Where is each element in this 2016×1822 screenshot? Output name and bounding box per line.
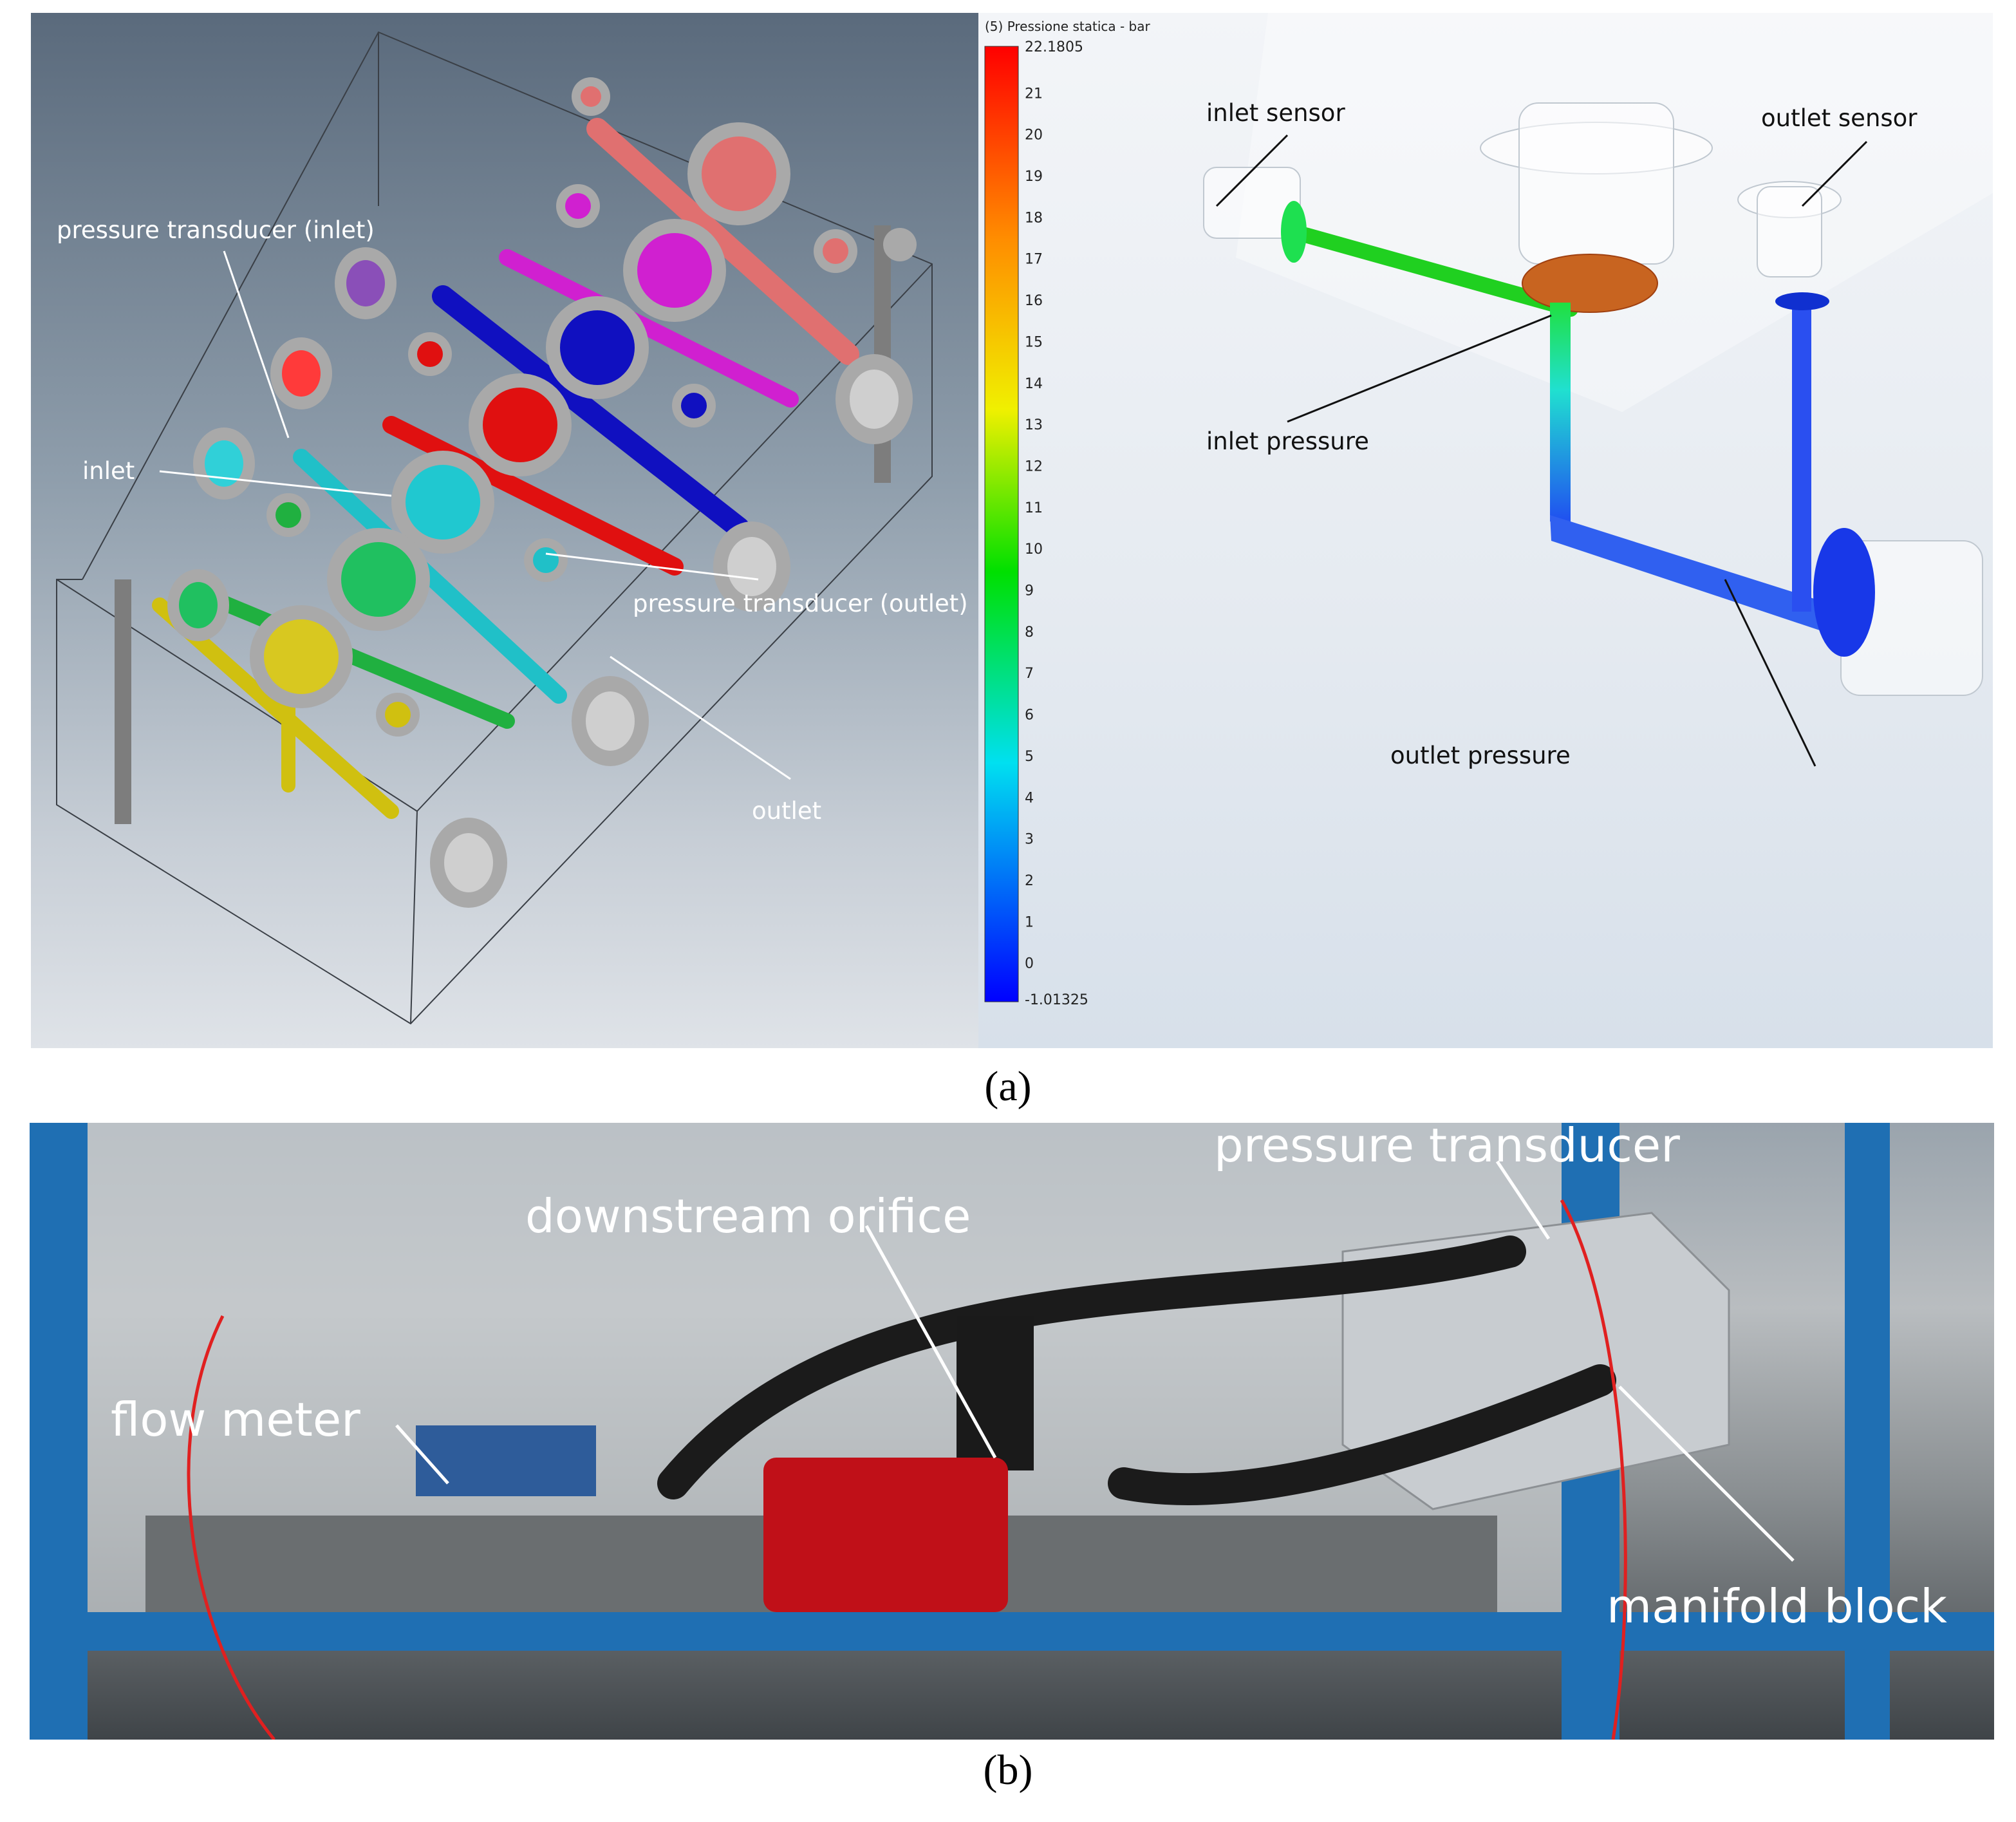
- colorbar-tick-label: 7: [1025, 666, 1034, 682]
- horizontal-channel: [1550, 515, 1834, 631]
- orifice-face: [1522, 254, 1658, 313]
- colorbar-tick-label: 10: [1025, 541, 1043, 558]
- caption-b: (b): [983, 1747, 1033, 1794]
- outlet-vertical-channel: [1792, 296, 1811, 612]
- label-inlet-pressure: inlet pressure: [1206, 427, 1369, 455]
- test-bench-photo: pressure transducer downstream orifice f…: [30, 1123, 1994, 1740]
- colorbar-tick-label: 15: [1025, 334, 1043, 350]
- colorbar-tick-label: 12: [1025, 458, 1043, 474]
- colorbar-tick-label: 1: [1025, 914, 1034, 930]
- label-pressure-transducer-inlet: pressure transducer (inlet): [57, 216, 375, 244]
- outlet-port-face: [1813, 528, 1875, 657]
- colorbar-tick-label: 2: [1025, 873, 1034, 889]
- colorbar-tick-label: 13: [1025, 417, 1043, 433]
- colorbar-tick-label: 18: [1025, 210, 1043, 226]
- manifold-cad-view: pressure transducer (inlet) inlet pressu…: [31, 13, 978, 1048]
- port-flanges: [167, 247, 913, 908]
- red-cables: [187, 1199, 1627, 1740]
- inlet-channel: [1286, 224, 1578, 317]
- colorbar-title: (5) Pressione statica - bar: [985, 19, 1151, 34]
- label-flow-meter: flow meter: [111, 1393, 360, 1447]
- label-outlet: outlet: [752, 797, 821, 825]
- inlet-sensor-face: [1281, 201, 1307, 263]
- colorbar-tick-label: 4: [1025, 790, 1034, 806]
- cartridge-cavities: [250, 122, 790, 708]
- label-pressure-transducer: pressure transducer: [1214, 1123, 1680, 1172]
- cfd-pressure-drawing: (5) Pressione statica - bar 22.1805 2120…: [984, 13, 1993, 1008]
- label-inlet: inlet: [82, 457, 135, 485]
- handheld-reader-photo: [763, 1458, 1008, 1612]
- inlet-vertical-channel: [1550, 303, 1571, 521]
- label-outlet-sensor: outlet sensor: [1761, 104, 1918, 132]
- colorbar-tick-label: 5: [1025, 749, 1034, 765]
- colorbar-tick-label: 14: [1025, 376, 1043, 392]
- outlet-sensor-face: [1775, 292, 1829, 310]
- test-bench-drawing: pressure transducer downstream orifice f…: [30, 1123, 1994, 1740]
- label-manifold-block: manifold block: [1607, 1579, 1947, 1633]
- colorbar-tick-label: 19: [1025, 169, 1043, 185]
- label-inlet-sensor: inlet sensor: [1206, 99, 1345, 127]
- plug-cavities: [266, 77, 917, 737]
- colorbar-max-label: 22.1805: [1025, 39, 1083, 55]
- annotation-lines: [159, 250, 791, 780]
- colorbar-tick-label: 20: [1025, 127, 1043, 144]
- colorbar-tick-label: 21: [1025, 86, 1043, 102]
- colorbar-tick-label: 8: [1025, 625, 1034, 641]
- downstream-orifice-photo: [957, 1316, 1034, 1470]
- annotation-lines-cfd: [1215, 134, 1868, 767]
- gray-rod-right: [874, 225, 891, 483]
- hoses: [657, 1235, 1616, 1505]
- colorbar-tick-label: 3: [1025, 832, 1034, 848]
- colorbar-tick-label: 11: [1025, 500, 1043, 516]
- gray-rod-left: [115, 579, 131, 824]
- colorbar: [984, 46, 1019, 1002]
- colorbar-tick-label: 6: [1025, 708, 1034, 724]
- manifold-cad-drawing: pressure transducer (inlet) inlet pressu…: [56, 31, 968, 1025]
- sensor-bodies: [1203, 102, 1983, 696]
- colorbar-tick-label: 16: [1025, 293, 1043, 309]
- colorbar-tick-label: 0: [1025, 956, 1034, 972]
- label-pressure-transducer-outlet: pressure transducer (outlet): [633, 590, 968, 617]
- colorbar-min-label: -1.01325: [1025, 992, 1088, 1008]
- colorbar-tick-label: 9: [1025, 583, 1034, 599]
- caption-a: (a): [984, 1063, 1032, 1110]
- colorbar-tick-label: 17: [1025, 252, 1043, 268]
- flow-meter-photo: [416, 1425, 596, 1496]
- label-downstream-orifice: downstream orifice: [525, 1189, 971, 1243]
- label-outlet-pressure: outlet pressure: [1390, 742, 1571, 769]
- annotation-lines-photo: [395, 1160, 1795, 1562]
